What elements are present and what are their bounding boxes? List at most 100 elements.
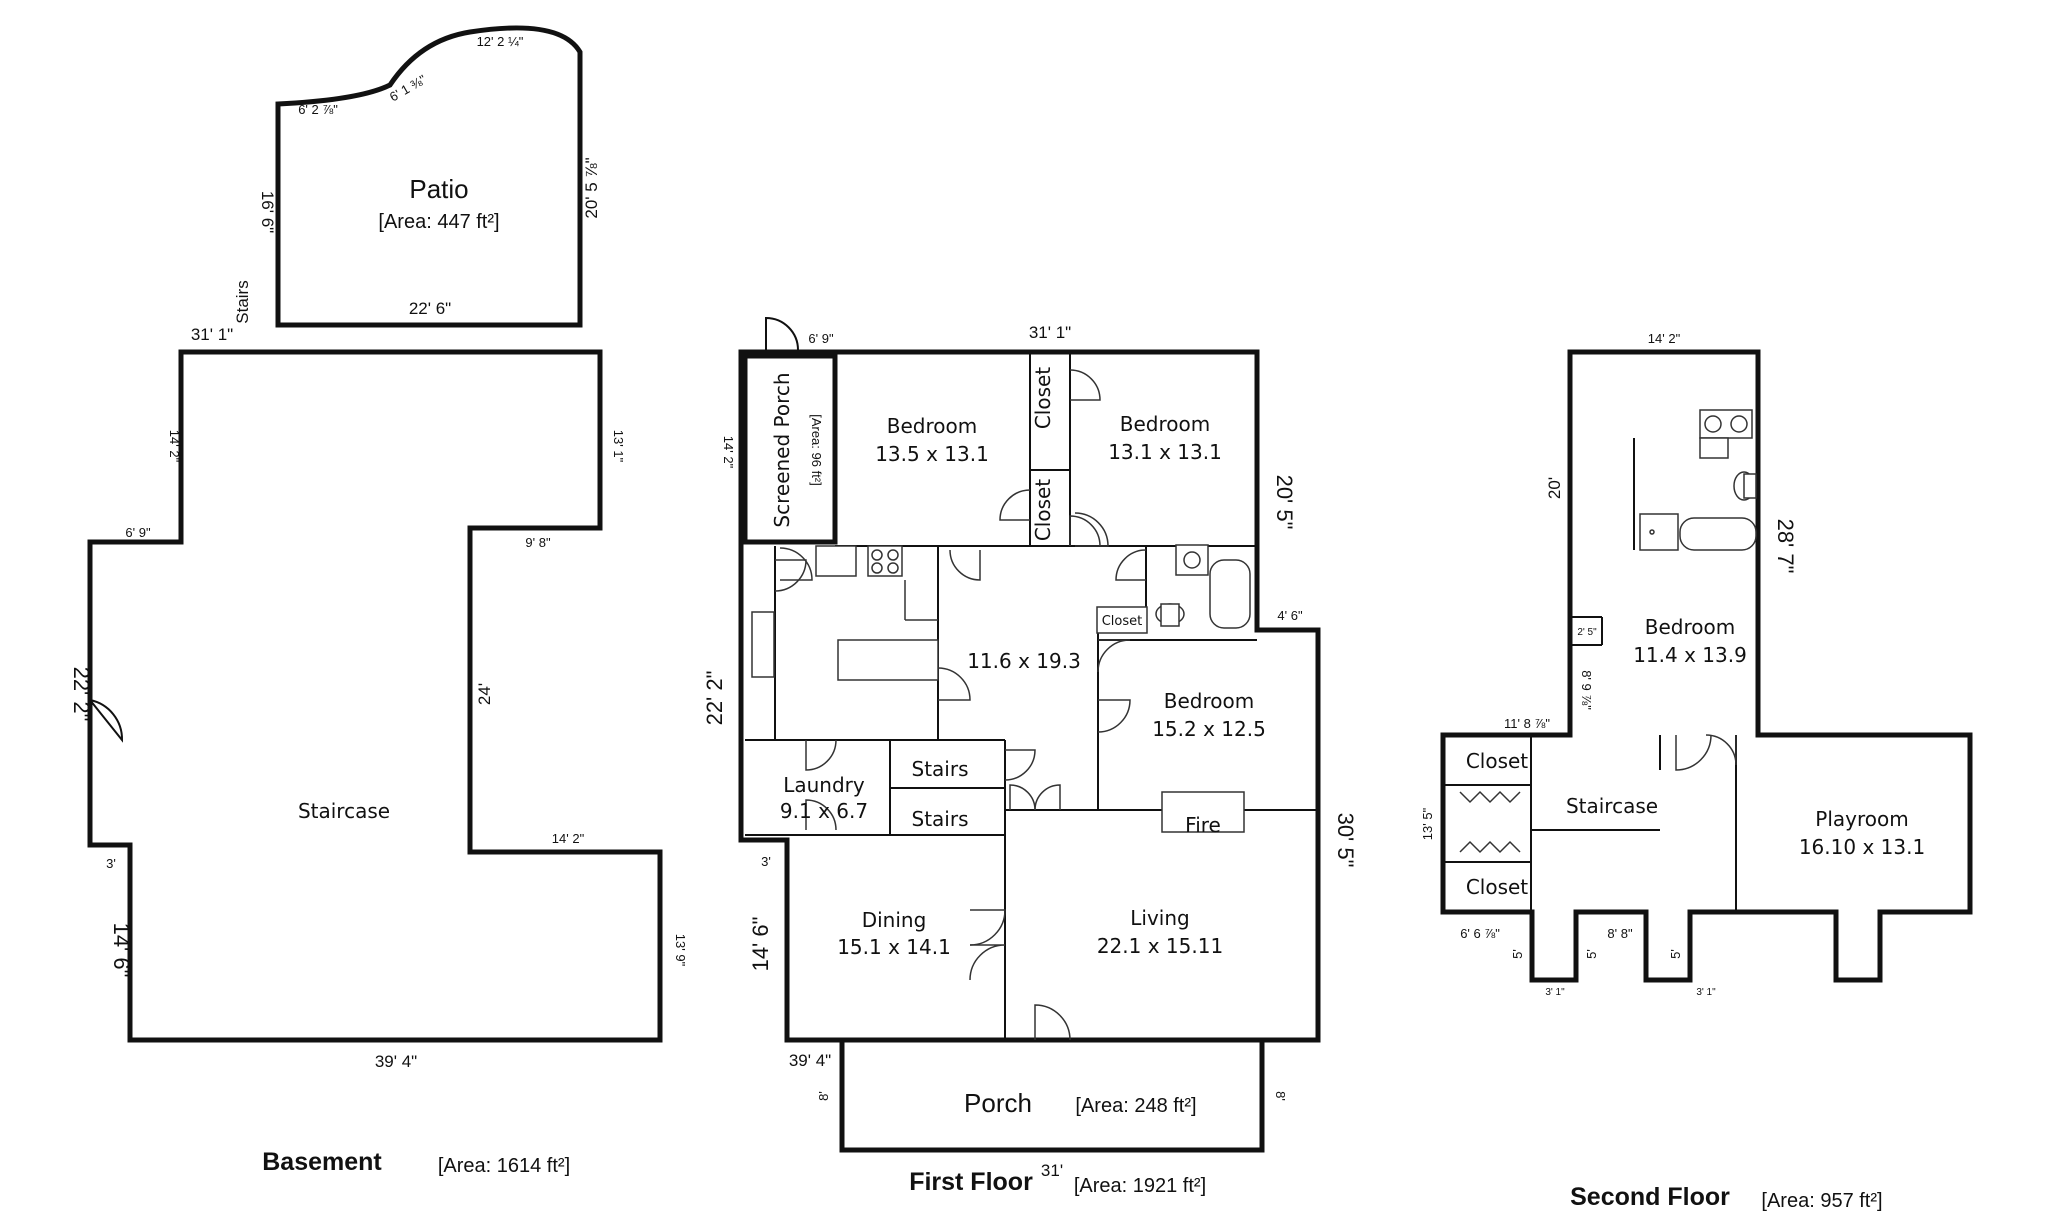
bedroom-3-size: 15.2 x 12.5: [1152, 717, 1266, 741]
dim-patio-bottom: 22' 6": [409, 299, 451, 318]
basement-floor-label: Basement: [262, 1148, 382, 1176]
dim-basement-inner-right: 24': [475, 683, 494, 705]
dim-ff-left-mid: 22' 2": [702, 671, 727, 726]
bedroom-3-label: Bedroom: [1164, 689, 1254, 713]
dim-basement-right-upper: 13' 1": [611, 430, 626, 463]
dim-sf-left-step: 8' 9 ⅞": [1579, 670, 1594, 710]
laundry-size: 9.1 x 6.7: [780, 799, 868, 823]
bathtub-icon-2: [1679, 517, 1757, 551]
dim-sf-bump-3: 5': [1668, 949, 1683, 959]
screened-porch-label: Screened Porch: [770, 372, 794, 527]
first-floor-area: [Area: 1921 ft²]: [1074, 1175, 1206, 1197]
kitchen-size: 11.6 x 19.3: [967, 649, 1081, 673]
dim-patio-top: 12' 2 ¼": [477, 34, 524, 49]
dim-sf-bump-2: 5': [1584, 949, 1599, 959]
dim-basement-step-small: 3': [106, 856, 116, 871]
dim-ff-right-lower: 30' 5": [1333, 813, 1358, 868]
dim-sf-wing-top: 11' 8 ⅞": [1504, 716, 1550, 731]
first-floor-plan: Screened Porch [Area: 96 ft²] Bedroom 13…: [702, 316, 1358, 1197]
screened-porch-area: [Area: 96 ft²]: [809, 414, 824, 486]
closet-2-label: Closet: [1031, 479, 1055, 541]
patio-outline: [275, 25, 583, 328]
dim-basement-bottom: 39' 4": [375, 1052, 417, 1071]
dim-sf-wing-left: 13' 5": [1420, 807, 1435, 840]
bathroom-sink-icon: [1175, 544, 1209, 576]
stairs-1-label: Stairs: [912, 757, 969, 781]
dim-ff-step-left: 3': [761, 854, 771, 869]
bathtub-icon: [1209, 559, 1251, 629]
double-sink-icon: [1699, 409, 1753, 439]
living-size: 22.1 x 15.11: [1097, 934, 1223, 958]
closet-small-box: [1096, 606, 1148, 634]
basement-plan: Patio [Area: 447 ft²] 12' 2 ¼" 6' 1 ⅜" 6…: [69, 25, 688, 1177]
basement-area: [Area: 1614 ft²]: [438, 1155, 570, 1177]
playroom-label: Playroom: [1815, 807, 1908, 831]
dim-porch-bottom: 31': [1041, 1161, 1063, 1180]
basement-door-swing: [89, 699, 124, 743]
patio-area: [Area: 447 ft²]: [378, 211, 499, 233]
stairs-label: Stairs: [233, 280, 252, 323]
dim-patio-left-top: 6' 2 ⅞": [298, 102, 338, 117]
second-floor-outline: [1440, 349, 1973, 983]
dim-basement-step-right: 9' 8": [525, 535, 551, 550]
dim-sf-top: 14' 2": [1648, 331, 1681, 346]
dim-ff-top: 31' 1": [1029, 323, 1071, 342]
dim-sf-bottom-left: 6' 6 ⅞": [1460, 926, 1500, 941]
porch-label: Porch: [964, 1088, 1032, 1118]
bedroom-2-label: Bedroom: [1120, 412, 1210, 436]
dim-ff-right-upper: 20' 5": [1272, 475, 1297, 530]
second-floor-fixtures: [1639, 409, 1757, 551]
dining-label: Dining: [862, 908, 927, 932]
dim-sf-bump-width-1: 3' 1": [1545, 987, 1565, 998]
dim-sf-bump-width-2: 3' 1": [1696, 987, 1716, 998]
second-floor-plan: Bedroom 11.4 x 13.9 Closet Closet Stairc…: [1420, 331, 1973, 1212]
first-floor-doors: [774, 369, 1147, 1041]
second-floor-doors: [1675, 734, 1737, 771]
dim-basement-lower-right-top: 14' 2": [552, 831, 585, 846]
first-floor-fixtures: [751, 544, 1251, 833]
dim-sf-left-upper: 20': [1545, 477, 1564, 499]
kitchen-sink-icon: [751, 611, 775, 678]
sf-staircase-label: Staircase: [1566, 794, 1658, 818]
screened-porch-door: [765, 316, 799, 351]
dim-basement-step-left: 6' 9": [125, 525, 151, 540]
bedroom-1-size: 13.5 x 13.1: [875, 442, 989, 466]
dim-patio-left: 16' 6": [258, 191, 277, 233]
closet-3-label: Closet: [1102, 614, 1143, 629]
porch-outline: [839, 1040, 1265, 1153]
dining-size: 15.1 x 14.1: [837, 935, 951, 959]
dim-basement-top: 31' 1": [191, 325, 233, 344]
shower-icon: [1639, 513, 1679, 551]
first-floor-outline: [738, 349, 1321, 1043]
playroom-size: 16.10 x 13.1: [1799, 835, 1925, 859]
first-floor-label: First Floor: [909, 1168, 1033, 1196]
stairs-2-label: Stairs: [912, 807, 969, 831]
living-label: Living: [1130, 906, 1189, 930]
screened-porch-outline: [742, 353, 838, 545]
basement-outline: [87, 349, 663, 1043]
sf-closet-2-label: Closet: [1466, 875, 1528, 899]
dim-ff-porch-door: 6' 9": [808, 331, 834, 346]
second-floor-label: Second Floor: [1570, 1183, 1730, 1211]
porch-area: [Area: 248 ft²]: [1075, 1095, 1196, 1117]
bedroom-1-label: Bedroom: [887, 414, 977, 438]
basement-staircase-label: Staircase: [298, 799, 390, 823]
bedroom-2-size: 13.1 x 13.1: [1108, 440, 1222, 464]
laundry-label: Laundry: [783, 773, 865, 797]
dim-basement-right-lower: 13' 9": [673, 934, 688, 967]
dim-sf-bump-1: 5': [1510, 949, 1525, 959]
dim-porch-left: 8': [816, 1091, 831, 1101]
dim-basement-left-lower: 14' 6": [109, 923, 134, 978]
dim-basement-left-mid: 22' 2": [69, 667, 94, 722]
dim-sf-notch: 2' 5": [1577, 627, 1597, 638]
dim-ff-left-upper: 14' 2": [721, 436, 736, 469]
dim-basement-left-upper: 14' 2": [167, 430, 182, 463]
patio-label: Patio: [409, 174, 468, 204]
dim-sf-bottom-mid: 8' 8": [1607, 926, 1633, 941]
fireplace-box: [1161, 791, 1245, 833]
stove-icon: [815, 545, 857, 577]
kitchen-island: [837, 639, 939, 681]
dim-porch-right: 8': [1273, 1091, 1288, 1101]
dim-sf-right-upper: 28' 7": [1773, 519, 1798, 574]
dim-ff-step-right: 4' 6": [1277, 608, 1303, 623]
